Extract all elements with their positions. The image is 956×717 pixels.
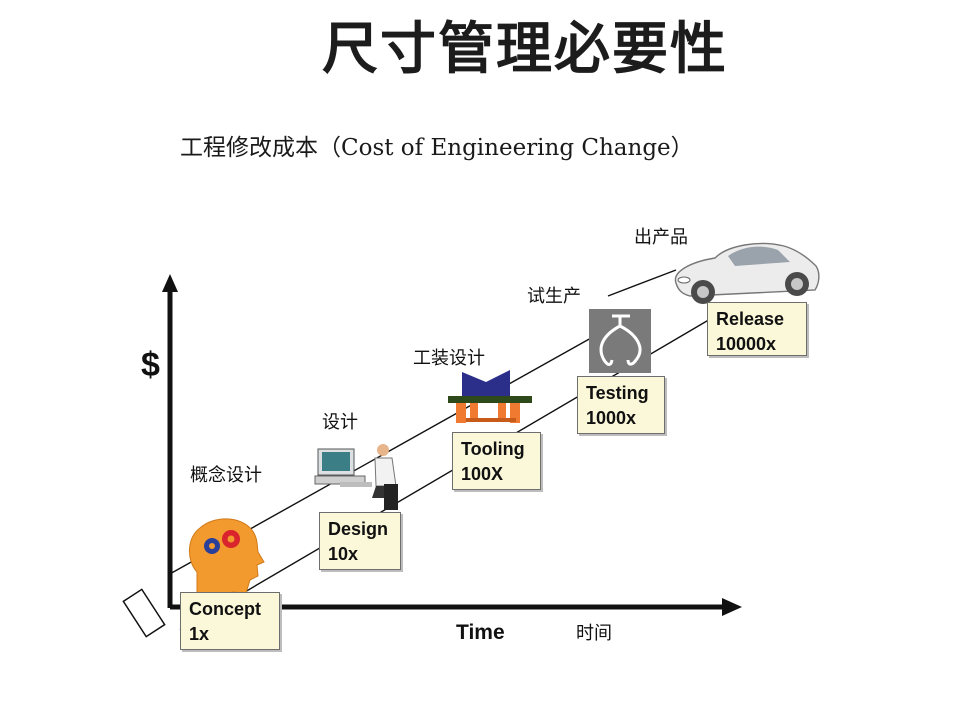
stage-name: Tooling: [461, 439, 525, 459]
stage-name: Design: [328, 519, 389, 539]
page-title: 尺寸管理必要性: [322, 17, 728, 82]
stage-box-release: Release 10000x: [707, 302, 807, 356]
x-axis-arrowhead: [722, 598, 742, 616]
stage-multiplier: 10x: [328, 544, 359, 564]
y-axis-label: $: [141, 346, 160, 384]
release-connector: [607, 269, 677, 297]
stage-cn-label-design: 设计: [322, 412, 358, 433]
sports-car-icon: [674, 242, 820, 304]
stage-box-concept: Concept 1x: [180, 592, 280, 650]
origin-box: [122, 588, 166, 638]
tooling-fixture-icon: [448, 370, 532, 423]
stage-cn-label-tooling: 工装设计: [413, 348, 485, 369]
y-axis-arrowhead: [162, 274, 178, 292]
computer-workstation-icon: [314, 444, 398, 510]
stage-cn-label-concept: 概念设计: [190, 465, 262, 486]
stage-multiplier: 10000x: [716, 334, 777, 354]
stage-multiplier: 1x: [189, 624, 210, 644]
stage-name: Release: [716, 309, 785, 329]
stage-name: Testing: [586, 383, 649, 403]
head-gears-icon: [189, 518, 265, 601]
x-axis-label-cn: 时间: [576, 623, 612, 644]
diagram-subtitle: 工程修改成本（Cost of Engineering Change）: [180, 135, 694, 161]
stage-box-tooling: Tooling 100X: [452, 432, 541, 490]
stage-name: Concept: [189, 599, 261, 619]
stage-multiplier: 100X: [461, 464, 504, 484]
calipers-icon: [589, 309, 651, 373]
x-axis-label: Time: [456, 621, 505, 644]
stage-multiplier: 1000x: [586, 408, 637, 428]
stage-box-design: Design 10x: [319, 512, 401, 570]
stage-box-testing: Testing 1000x: [577, 376, 665, 434]
stage-cn-label-release: 出产品: [634, 227, 688, 248]
stage-cn-label-testing: 试生产: [527, 286, 581, 307]
